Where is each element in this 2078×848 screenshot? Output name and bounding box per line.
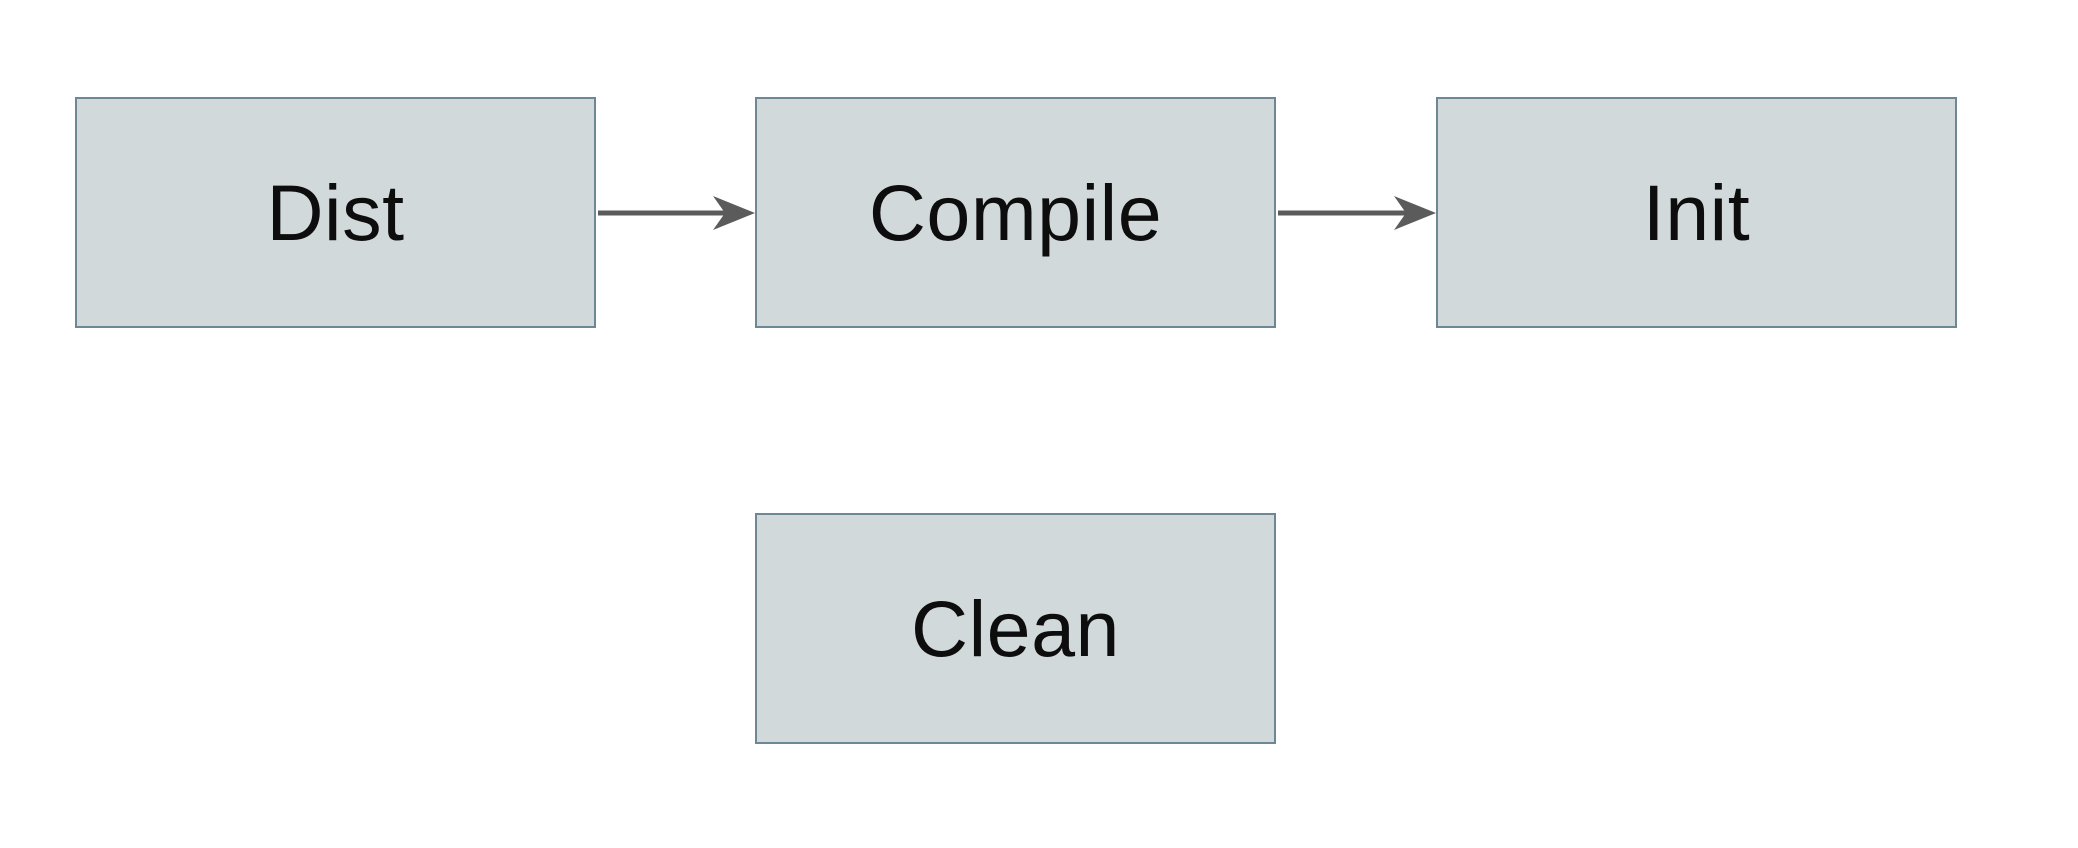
node-compile[interactable]: Compile	[755, 97, 1276, 328]
node-clean[interactable]: Clean	[755, 513, 1276, 744]
node-dist-label: Dist	[266, 168, 405, 257]
node-compile-label: Compile	[868, 168, 1163, 257]
node-init[interactable]: Init	[1436, 97, 1957, 328]
node-clean-label: Clean	[911, 584, 1120, 673]
arrow-compile-to-init[interactable]	[1278, 196, 1436, 230]
node-init-label: Init	[1642, 168, 1751, 257]
arrow-dist-to-compile[interactable]	[598, 196, 755, 230]
node-dist[interactable]: Dist	[75, 97, 596, 328]
